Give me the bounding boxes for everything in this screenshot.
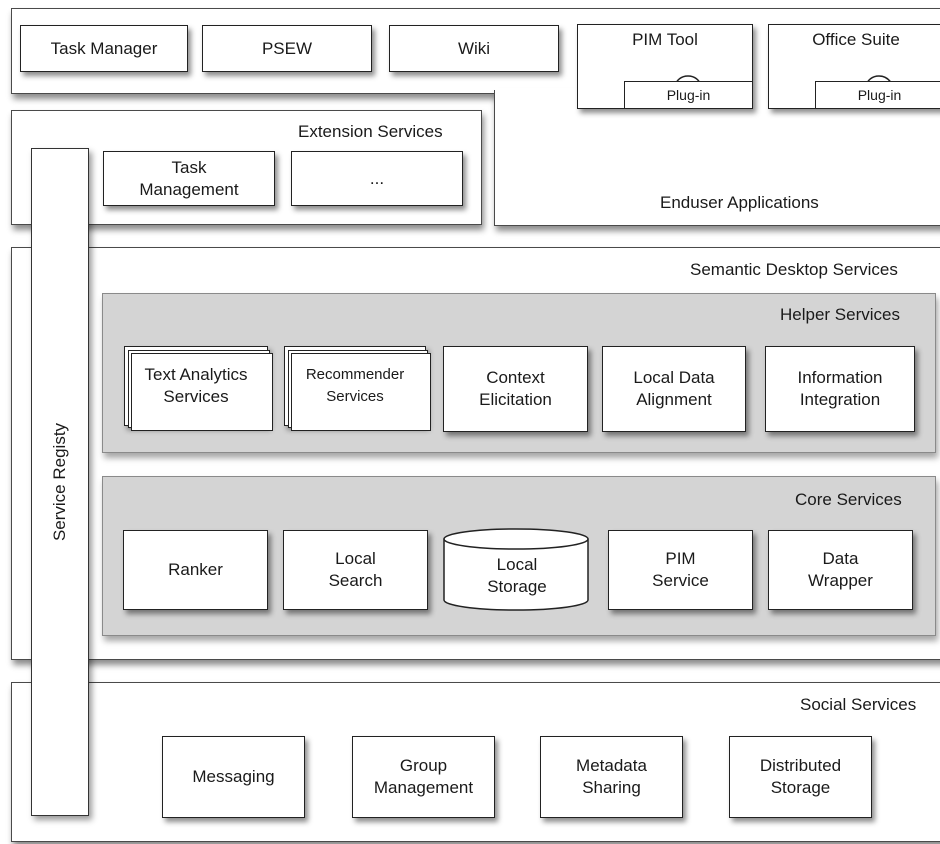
metadata-sharing-service: Metadata Sharing <box>540 736 683 818</box>
pim-tool-plugin: Plug-in <box>624 81 753 109</box>
local-storage-label: Local Storage <box>487 555 547 596</box>
more-extension-services: ... <box>291 151 463 206</box>
task-management-service: Task Management <box>103 151 275 206</box>
distributed-storage-service: Distributed Storage <box>729 736 872 818</box>
recommender-services: Recommender Services <box>284 346 431 431</box>
text-analytics-services: Text Analytics Services <box>124 346 273 431</box>
office-suite-app: Office Suite Plug-in <box>768 24 940 109</box>
office-suite-label: Office Suite <box>812 30 900 49</box>
wiki-app: Wiki <box>389 25 559 72</box>
extension-services-label: Extension Services <box>298 122 443 141</box>
pim-tool-app: PIM Tool Plug-in <box>577 24 753 109</box>
service-registry-label: Service Registy <box>50 422 69 542</box>
service-registry: Service Registy <box>31 148 89 816</box>
helper-services-label: Helper Services <box>780 305 900 324</box>
local-search-service: Local Search <box>283 530 428 610</box>
ranker-service: Ranker <box>123 530 268 610</box>
messaging-service: Messaging <box>162 736 305 818</box>
context-elicitation-service: Context Elicitation <box>443 346 588 432</box>
social-services-label: Social Services <box>800 695 917 714</box>
enduser-applications-lower <box>494 90 940 226</box>
office-suite-plugin: Plug-in <box>815 81 940 109</box>
psew-app: PSEW <box>202 25 372 72</box>
core-services-label: Core Services <box>795 490 902 509</box>
local-storage-cylinder <box>443 528 589 611</box>
group-management-service: Group Management <box>352 736 495 818</box>
data-wrapper-service: Data Wrapper <box>768 530 913 610</box>
information-integration-service: Information Integration <box>765 346 915 432</box>
semantic-desktop-services-label: Semantic Desktop Services <box>690 260 898 279</box>
pim-service: PIM Service <box>608 530 753 610</box>
local-data-alignment-service: Local Data Alignment <box>602 346 746 432</box>
pim-tool-label: PIM Tool <box>632 30 698 49</box>
enduser-applications-label: Enduser Applications <box>660 193 819 212</box>
task-manager-app: Task Manager <box>20 25 188 72</box>
